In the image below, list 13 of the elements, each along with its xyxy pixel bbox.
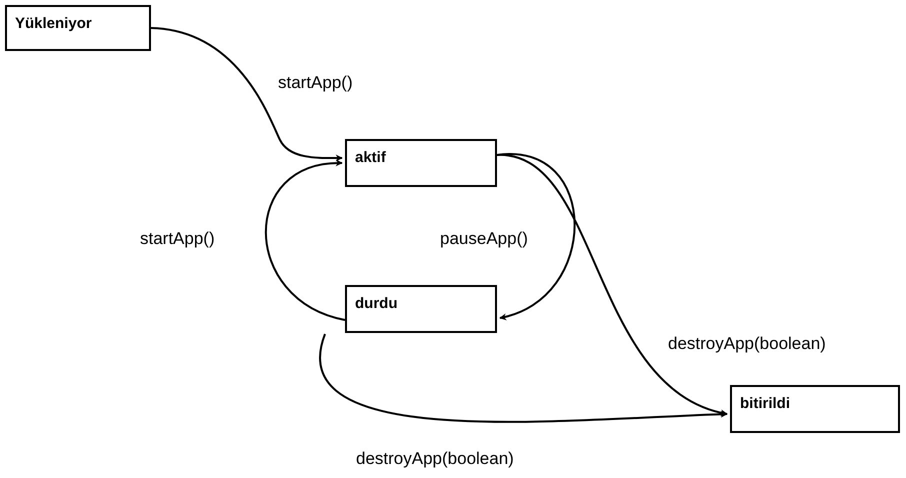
state-box	[345, 139, 497, 187]
state-name: durdu	[355, 295, 398, 314]
arrow	[496, 154, 728, 416]
state-name: Yükleniyor	[15, 15, 93, 34]
state-box	[5, 5, 151, 51]
state-box	[345, 285, 497, 333]
state-box	[730, 385, 900, 433]
arrow	[320, 334, 728, 423]
arrow	[496, 154, 576, 320]
state-name: aktif	[355, 149, 387, 168]
state-name: bitirildi	[740, 395, 791, 414]
arrow	[150, 27, 343, 162]
arrow	[264, 160, 346, 321]
